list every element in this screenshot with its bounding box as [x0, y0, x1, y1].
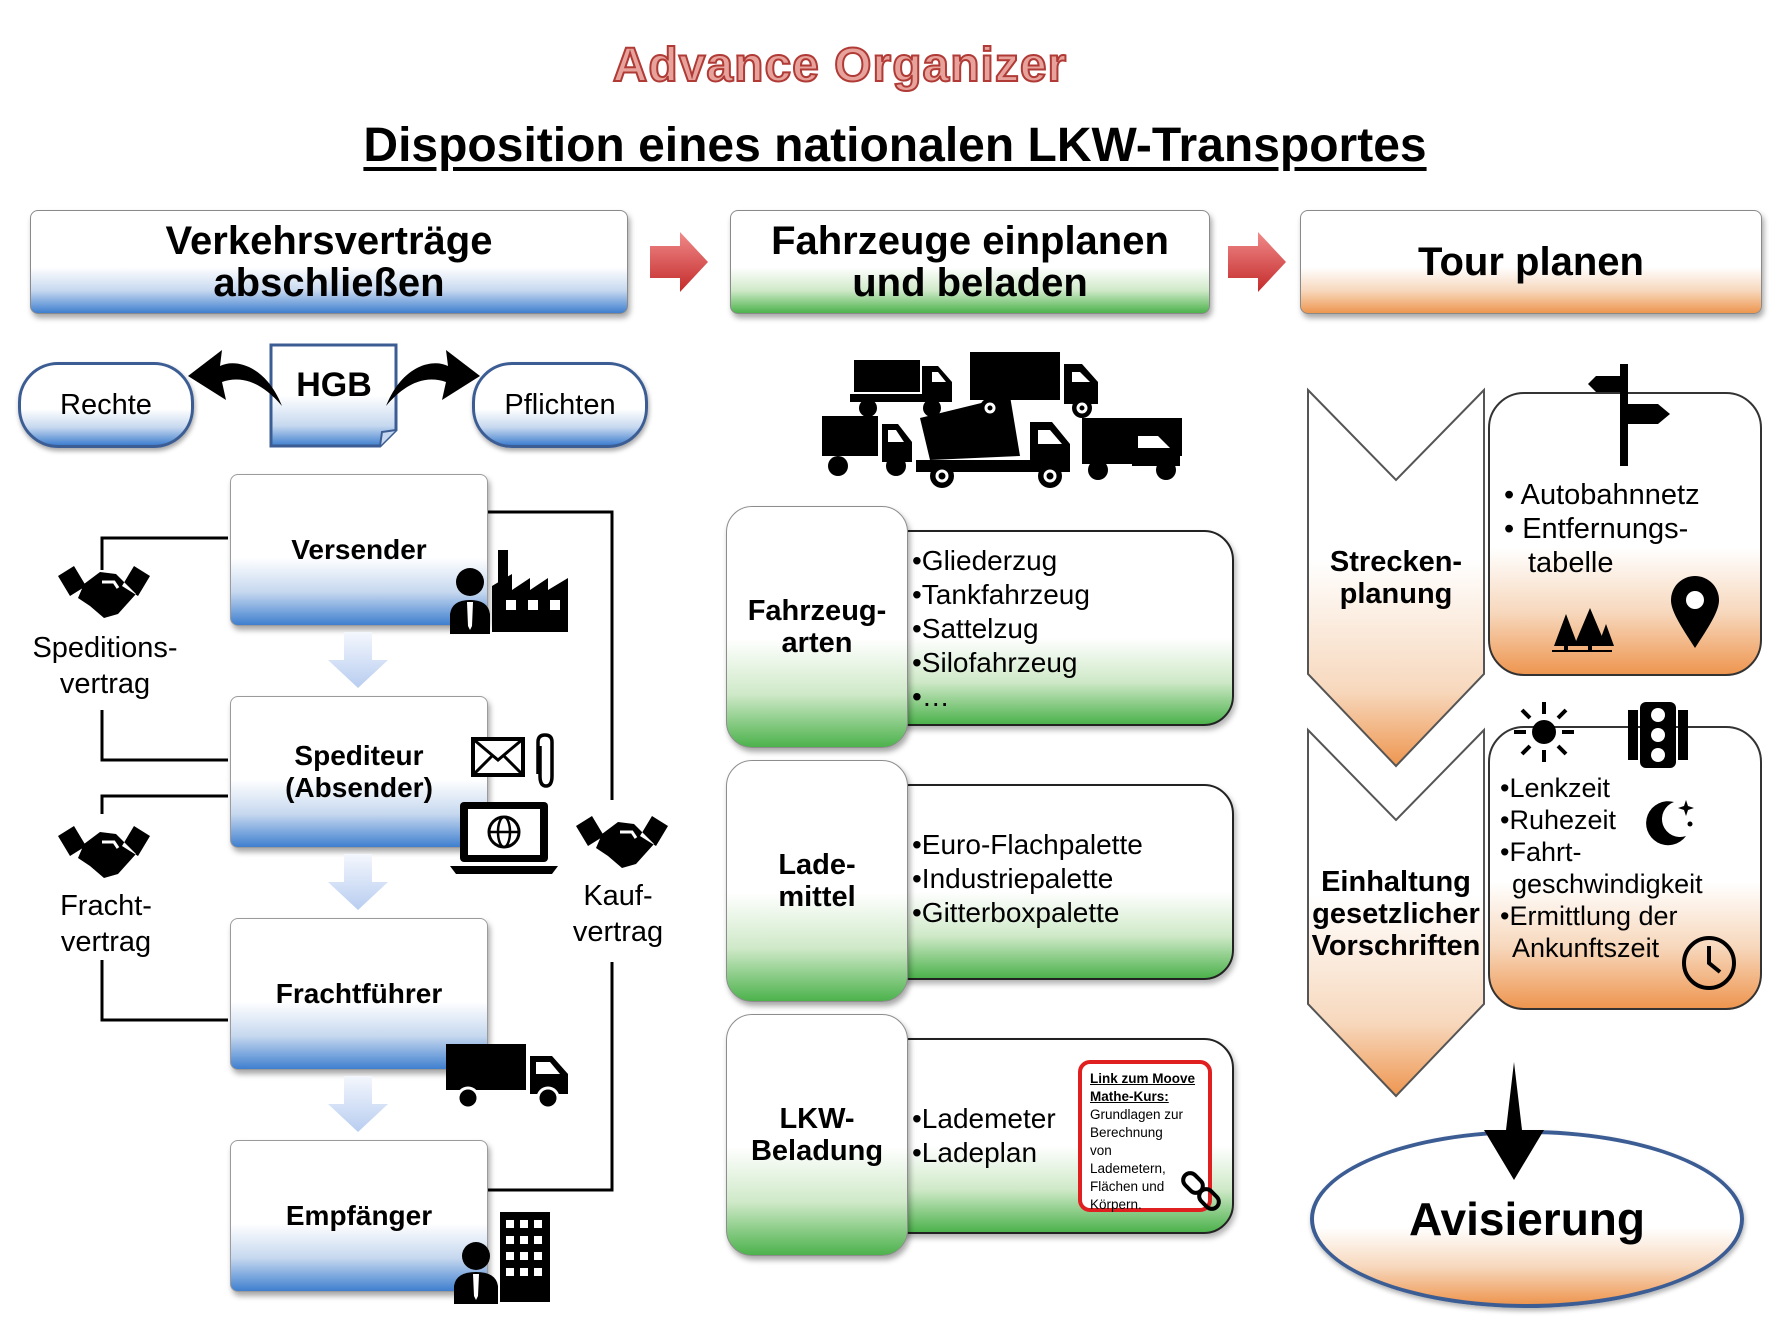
link-icon[interactable]: [1178, 1170, 1224, 1216]
vorschriften-label: Einhaltung gesetzlicher Vorschriften: [1311, 866, 1481, 962]
trees-icon: [1552, 608, 1614, 652]
arrow-down-icon: [1484, 1062, 1544, 1180]
party-spediteur: Spediteur (Absender): [230, 696, 488, 848]
link-heading: Link zum Moove Mathe-Kurs:: [1090, 1071, 1196, 1104]
list-item: •Gliederzug: [912, 545, 1058, 576]
lademittel-list: •Euro-Flachpalette •Industriepalette •Gi…: [880, 784, 1234, 980]
list-item: •Ermittlung der: [1500, 901, 1678, 931]
kaufvertrag-label: Kauf-vertrag: [572, 880, 664, 948]
step-vertraege: Verkehrsverträge abschließen: [30, 210, 628, 314]
list-item: •Gitterboxpalette: [912, 897, 1120, 928]
arrow-down-icon: [328, 632, 388, 688]
signpost-icon: [1588, 364, 1670, 466]
party-versender-label: Versender: [291, 534, 427, 565]
step-fahrzeuge: Fahrzeuge einplanen und beladen: [730, 210, 1210, 314]
beladung-title: LKW-Beladung: [726, 1014, 908, 1256]
list-item: •Silofahrzeug: [912, 647, 1078, 678]
curved-arrow-left-icon: [188, 350, 282, 406]
list-item: •Ruhezeit: [1500, 805, 1617, 835]
list-item: • Entfernungs-: [1504, 513, 1689, 545]
party-frachtfuehrer: Frachtführer: [230, 918, 488, 1070]
party-empfaenger: Empfänger: [230, 1140, 488, 1292]
list-item: Ankunftszeit: [1512, 933, 1660, 963]
mail-icon: [471, 737, 525, 777]
speditionsvertrag-label: Speditions-vertrag: [32, 632, 178, 700]
list-item: •…: [912, 681, 950, 712]
pflichten-label: Pflichten: [504, 388, 616, 421]
list-item: •Fahrt-: [1500, 837, 1582, 867]
factory-icon: [450, 550, 568, 634]
avisierung-label: Avisierung: [1408, 1193, 1646, 1245]
list-item: •Industriepalette: [912, 863, 1114, 894]
handshake-icon: [58, 826, 150, 878]
frachtvertrag-label: Fracht-vertrag: [60, 890, 152, 958]
step-vertraege-label: Verkehrsverträge abschließen: [165, 219, 493, 305]
fahrzeugarten-title: Fahrzeug-arten: [726, 506, 908, 748]
clock-icon: [1682, 936, 1736, 990]
vorschriften-info: •Lenkzeit •Ruhezeit •Fahrt- geschwindigk…: [1488, 726, 1762, 1010]
list-item: tabelle: [1528, 547, 1614, 579]
handshake-icon: [576, 816, 668, 868]
truck-fleet-icon: [822, 352, 1182, 488]
overline-title: Advance Organizer: [612, 38, 1068, 93]
traffic-light-icon: [1628, 702, 1688, 768]
arrow-right-icon: [650, 232, 708, 292]
list-item: •Ladeplan: [912, 1137, 1038, 1168]
party-frachtfuehrer-label: Frachtführer: [275, 978, 443, 1009]
streckenplanung-label: Strecken-planung: [1329, 546, 1463, 610]
page-title: Disposition eines nationalen LKW-Transpo…: [363, 119, 1427, 172]
map-pin-icon: [1671, 576, 1719, 648]
list-item: •Lenkzeit: [1500, 773, 1611, 803]
arrow-down-icon: [328, 854, 388, 910]
arrow-down-icon: [328, 1076, 388, 1132]
handshake-icon: [58, 566, 150, 618]
contract-lines: [100, 510, 614, 1192]
party-empfaenger-label: Empfänger: [285, 1200, 433, 1231]
lademittel-title: Lade-mittel: [726, 760, 908, 1002]
building-icon: [454, 1212, 550, 1304]
link-text: Grundlagen zur Berechnung von Lademetern…: [1090, 1107, 1184, 1212]
fahrzeugarten-list: •Gliederzug •Tankfahrzeug •Sattelzug •Si…: [880, 530, 1234, 726]
moove-link[interactable]: Link zum Moove Mathe-Kurs: Grundlagen zu…: [1078, 1060, 1212, 1212]
list-item: •Euro-Flachpalette: [912, 829, 1143, 860]
party-versender: Versender: [230, 474, 488, 626]
rechte-label: Rechte: [60, 388, 152, 421]
hgb-label: HGB: [296, 366, 372, 404]
chevron-shapes: [1307, 387, 1485, 1098]
pflichten-pill: Pflichten: [472, 362, 648, 448]
step-tour-label: Tour planen: [1418, 240, 1644, 284]
list-item: •Sattelzug: [912, 613, 1039, 644]
list-item: • Autobahnnetz: [1504, 479, 1700, 511]
list-item: •Tankfahrzeug: [912, 579, 1090, 610]
laptop-icon: [450, 802, 558, 874]
avisierung-ellipse: Avisierung: [1310, 1130, 1744, 1308]
party-spediteur-label: Spediteur (Absender): [285, 740, 433, 803]
hgb-document: [269, 343, 398, 448]
step-fahrzeuge-label: Fahrzeuge einplanen und beladen: [771, 219, 1169, 305]
truck-icon: [446, 1044, 568, 1110]
rechte-pill: Rechte: [18, 362, 194, 448]
arrow-right-icon: [1228, 232, 1286, 292]
curved-arrow-right-icon: [386, 350, 480, 406]
step-tour: Tour planen: [1300, 210, 1762, 314]
moon-icon: [1646, 800, 1694, 846]
list-item: •Lademeter: [912, 1103, 1056, 1134]
list-item: geschwindigkeit: [1512, 869, 1703, 899]
sun-icon: [1514, 702, 1574, 762]
paperclip-icon: [536, 733, 554, 788]
